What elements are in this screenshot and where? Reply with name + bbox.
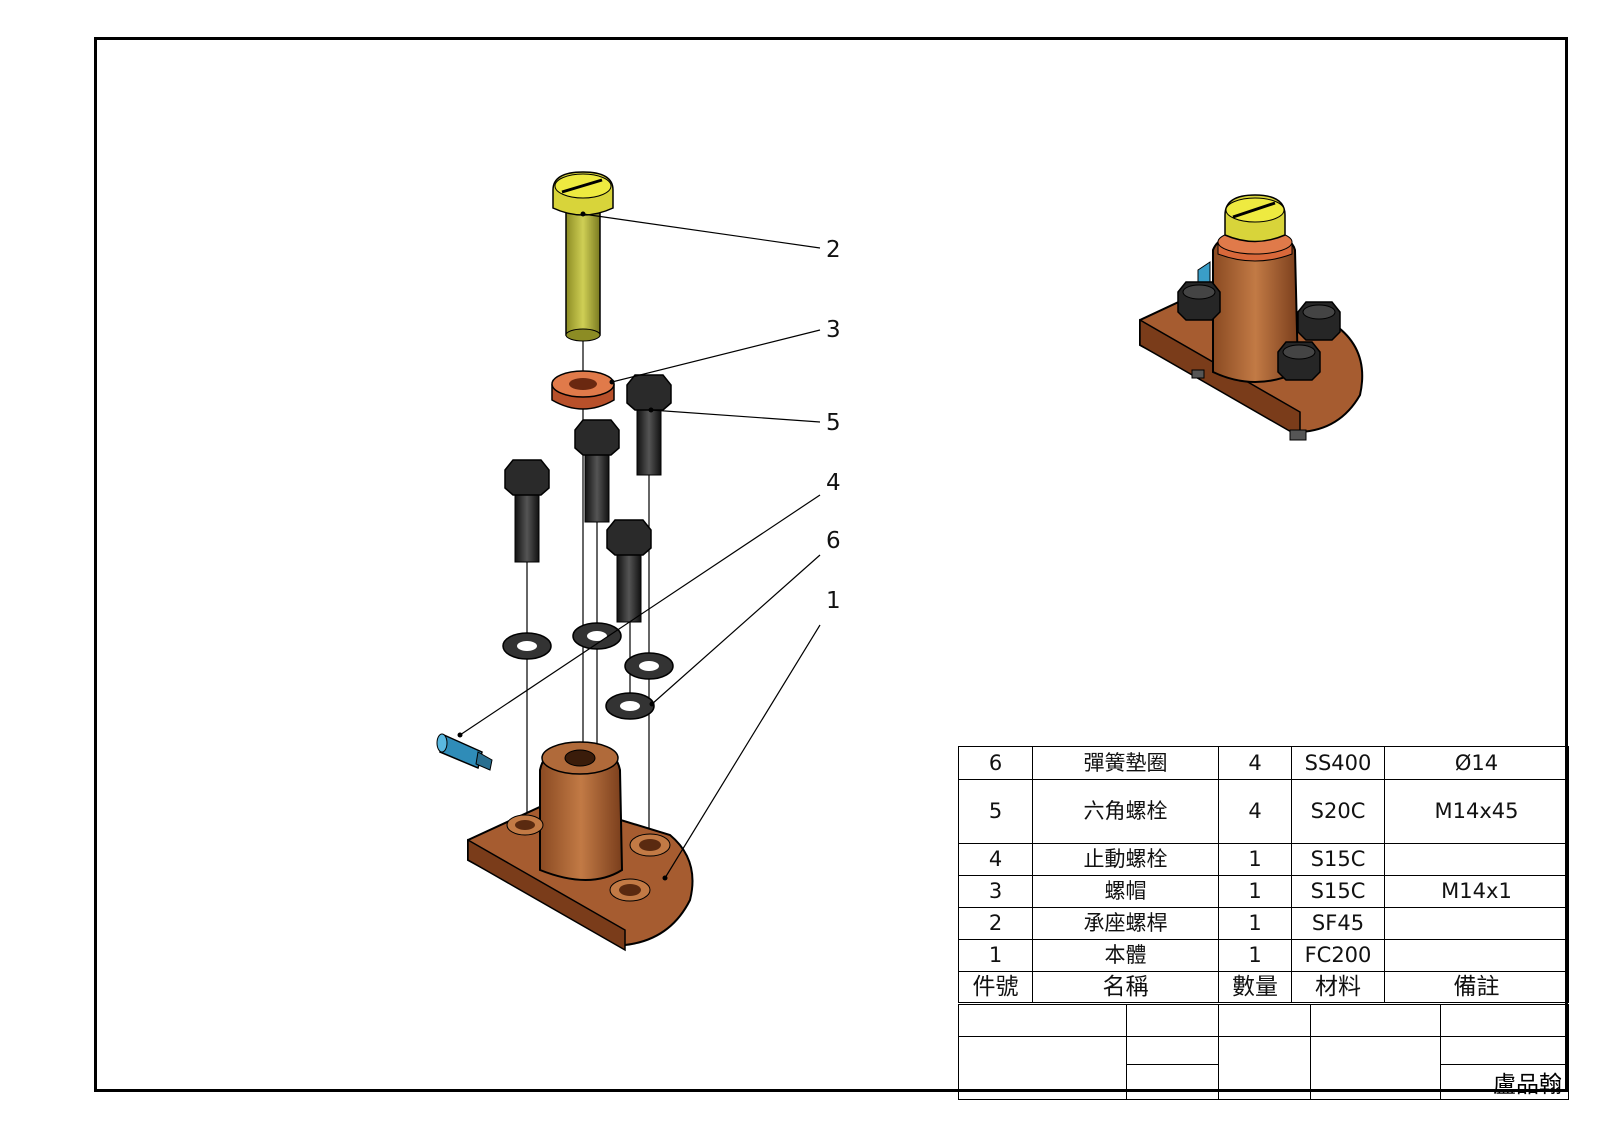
bill-of-materials: 6 彈簧墊圈 4 SS400 Ø14 5 六角螺栓 4 S20C M14x45 … xyxy=(958,746,1569,1003)
title-cell xyxy=(1310,1036,1441,1100)
material: SS400 xyxy=(1291,746,1385,780)
remark: M14x1 xyxy=(1384,875,1569,908)
part-name: 彈簧墊圈 xyxy=(1032,746,1219,780)
part-name: 止動螺栓 xyxy=(1032,843,1219,876)
title-cell xyxy=(1310,1004,1441,1037)
hex-bolts xyxy=(504,374,672,623)
title-cell xyxy=(1440,1004,1569,1037)
bom-row: 2 承座螺桿 1 SF45 xyxy=(958,907,1569,940)
part-name: 承座螺桿 xyxy=(1032,907,1219,940)
remark xyxy=(1384,843,1569,876)
title-cell xyxy=(1440,1036,1569,1065)
bom-row: 1 本體 1 FC200 xyxy=(958,939,1569,972)
title-cell xyxy=(1218,1004,1311,1037)
assembled-view xyxy=(1139,194,1364,441)
balloon-4: 4 xyxy=(826,470,841,496)
leader-dots xyxy=(457,211,668,881)
quantity: 1 xyxy=(1218,939,1292,972)
washer xyxy=(624,652,674,680)
item-no: 5 xyxy=(958,779,1033,844)
support-screw-part xyxy=(552,171,614,342)
balloon-6: 6 xyxy=(826,528,841,554)
remark: M14x45 xyxy=(1384,779,1569,844)
hex-bolt xyxy=(504,459,550,563)
header-qty: 數量 xyxy=(1218,971,1292,1003)
hex-bolt xyxy=(626,374,672,476)
item-no: 6 xyxy=(958,746,1033,780)
hex-bolt xyxy=(574,419,620,523)
author-name: 盧品翰 xyxy=(1440,1064,1569,1100)
washer xyxy=(572,622,622,650)
balloon-1: 1 xyxy=(826,588,841,614)
header-name: 名稱 xyxy=(1032,971,1219,1003)
title-cell xyxy=(1126,1036,1219,1065)
bom-row: 5 六角螺栓 4 S20C M14x45 xyxy=(958,779,1569,844)
bom-row: 4 止動螺栓 1 S15C xyxy=(958,843,1569,876)
quantity: 1 xyxy=(1218,875,1292,908)
remark xyxy=(1384,939,1569,972)
nut-part xyxy=(551,370,615,410)
item-no: 1 xyxy=(958,939,1033,972)
quantity: 1 xyxy=(1218,843,1292,876)
bom-row: 3 螺帽 1 S15C M14x1 xyxy=(958,875,1569,908)
quantity: 4 xyxy=(1218,779,1292,844)
bom-row: 6 彈簧墊圈 4 SS400 Ø14 xyxy=(958,746,1569,780)
balloon-3: 3 xyxy=(826,317,841,343)
assembled-bolt xyxy=(1297,301,1341,341)
header-item-no: 件號 xyxy=(958,971,1033,1003)
material: SF45 xyxy=(1291,907,1385,940)
part-name: 螺帽 xyxy=(1032,875,1219,908)
quantity: 1 xyxy=(1218,907,1292,940)
remark xyxy=(1384,907,1569,940)
spring-washers xyxy=(502,622,674,720)
material: S20C xyxy=(1291,779,1385,844)
header-material: 材料 xyxy=(1291,971,1385,1003)
leader-lines xyxy=(459,213,821,879)
assembled-bolt xyxy=(1177,281,1221,321)
title-cell xyxy=(958,1004,1127,1037)
washer xyxy=(605,692,655,720)
title-cell xyxy=(958,1036,1127,1100)
balloon-2: 2 xyxy=(826,237,841,263)
drawing-border xyxy=(94,37,1568,1092)
hex-bolt xyxy=(606,519,652,623)
balloon-5: 5 xyxy=(826,410,841,436)
header-remark: 備註 xyxy=(1384,971,1569,1003)
assembled-bolt xyxy=(1277,341,1321,381)
bom-header-row: 件號 名稱 數量 材料 備註 xyxy=(958,971,1569,1003)
title-cell xyxy=(1126,1004,1219,1037)
material: FC200 xyxy=(1291,939,1385,972)
item-no: 2 xyxy=(958,907,1033,940)
item-no: 4 xyxy=(958,843,1033,876)
material: S15C xyxy=(1291,843,1385,876)
title-block: 盧品翰 xyxy=(958,1004,1569,1100)
item-no: 3 xyxy=(958,875,1033,908)
stop-screw-part xyxy=(436,733,493,771)
part-name: 本體 xyxy=(1032,939,1219,972)
remark: Ø14 xyxy=(1384,746,1569,780)
part-name: 六角螺栓 xyxy=(1032,779,1219,844)
quantity: 4 xyxy=(1218,746,1292,780)
washer xyxy=(502,632,552,660)
material: S15C xyxy=(1291,875,1385,908)
title-cell xyxy=(1218,1036,1311,1100)
body-part xyxy=(467,741,694,952)
title-cell xyxy=(1126,1064,1219,1100)
